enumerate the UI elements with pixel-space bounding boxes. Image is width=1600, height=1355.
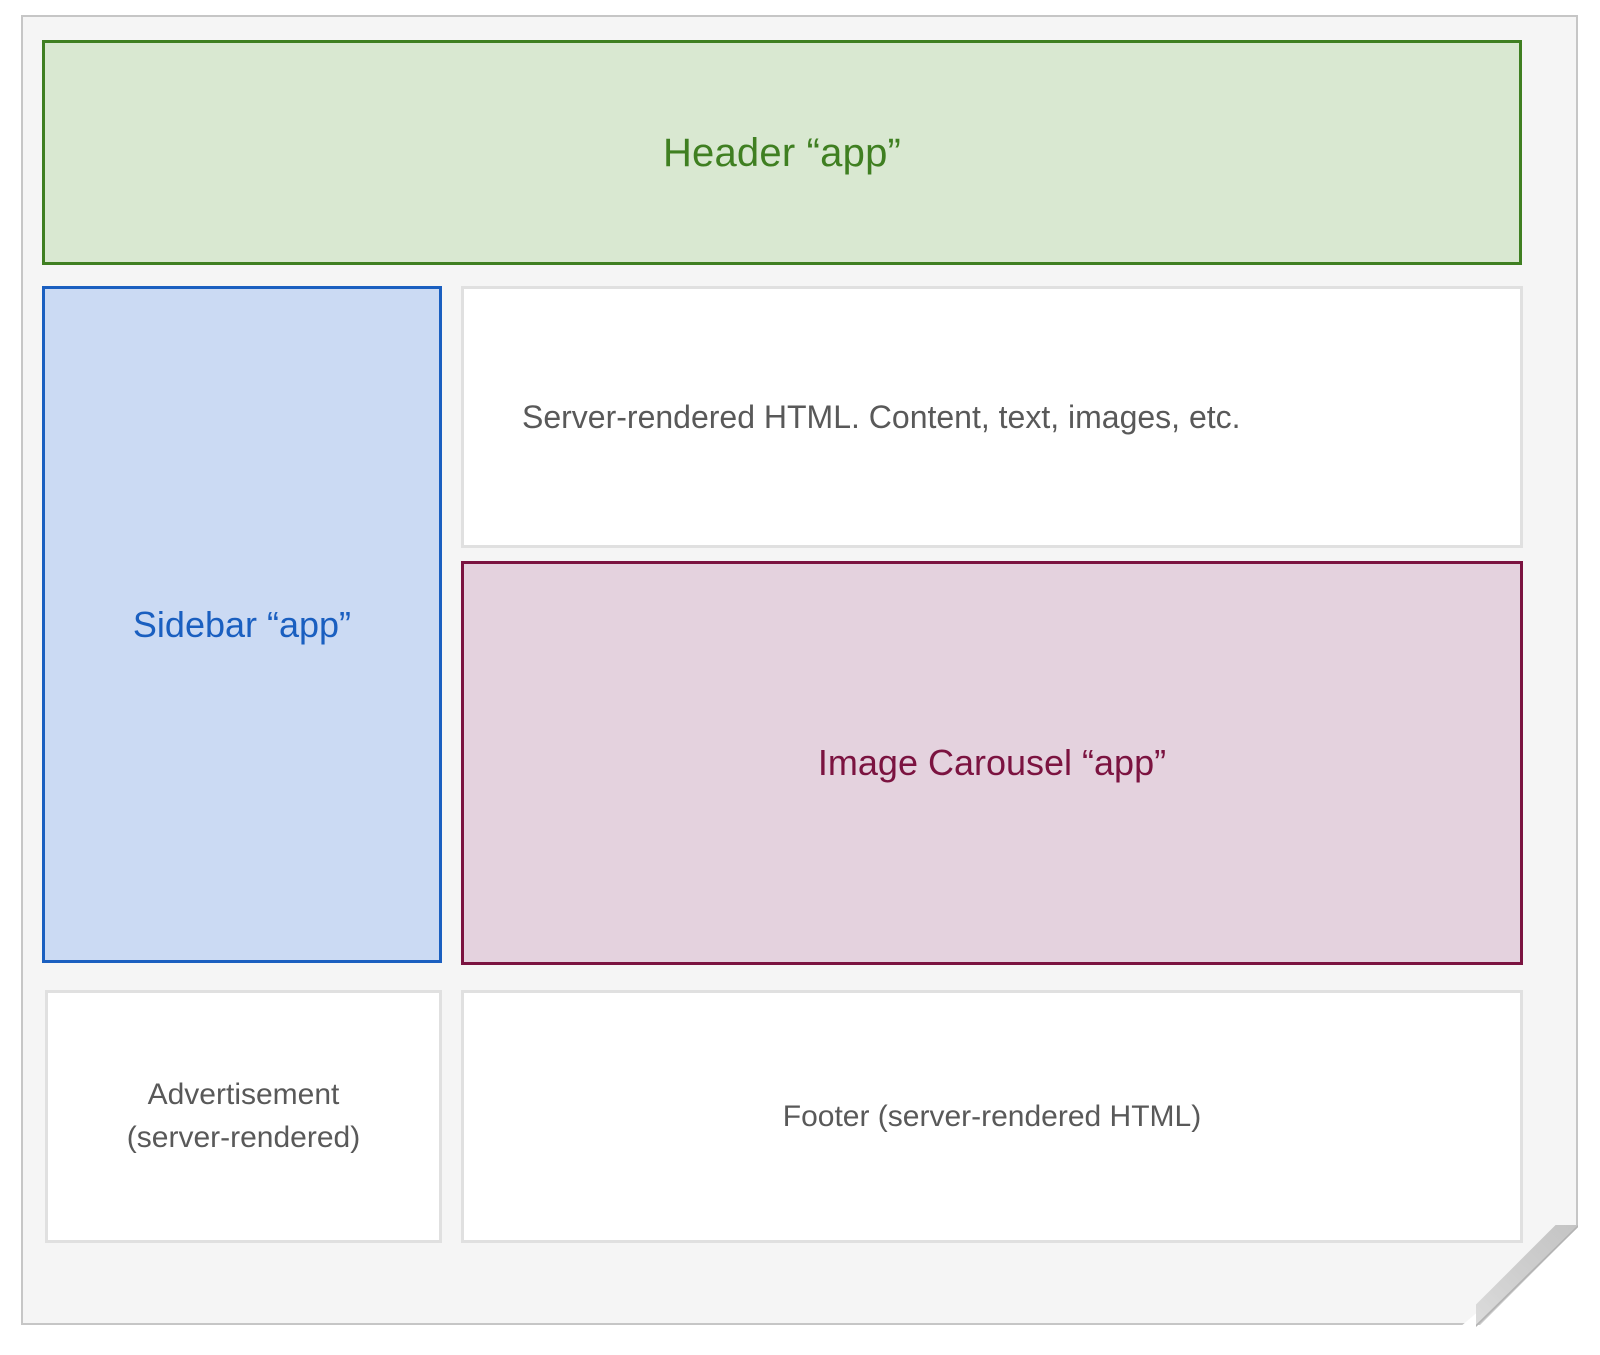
advertisement-label-line1: Advertisement: [147, 1077, 340, 1111]
header-app-label: Header “app”: [662, 130, 902, 175]
page-card-right-edge: [1576, 15, 1578, 1240]
server-rendered-content-box[interactable]: Server-rendered HTML. Content, text, ima…: [461, 286, 1523, 548]
footer-label: Footer (server-rendered HTML): [782, 1099, 1202, 1133]
page-card-bottom-edge: [21, 1323, 1476, 1325]
footer-box[interactable]: Footer (server-rendered HTML): [461, 990, 1523, 1243]
image-carousel-app-box[interactable]: Image Carousel “app”: [461, 561, 1523, 965]
sidebar-app-box[interactable]: Sidebar “app”: [42, 286, 442, 963]
advertisement-label-line2: (server-rendered): [126, 1120, 361, 1154]
advertisement-box[interactable]: Advertisement (server-rendered): [45, 990, 442, 1243]
server-rendered-content-label: Server-rendered HTML. Content, text, ima…: [522, 399, 1241, 435]
header-app-box[interactable]: Header “app”: [42, 40, 1522, 265]
sidebar-app-label: Sidebar “app”: [132, 603, 352, 645]
advertisement-label: Advertisement (server-rendered): [127, 1074, 360, 1159]
image-carousel-app-label: Image Carousel “app”: [817, 742, 1167, 784]
